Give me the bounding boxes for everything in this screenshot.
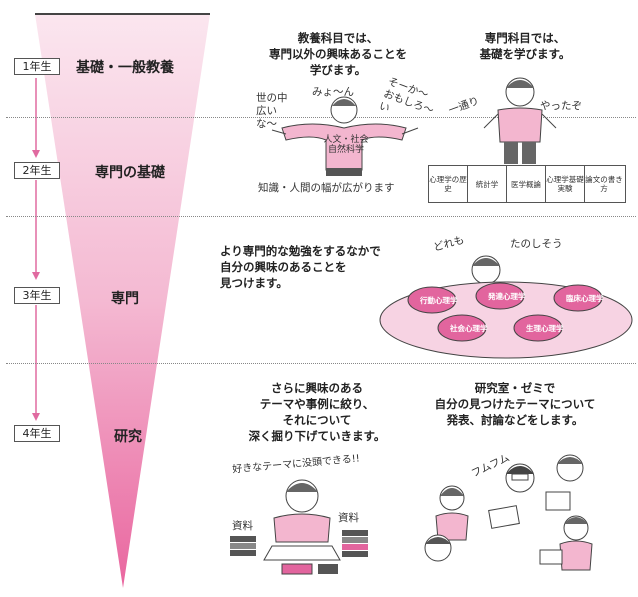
timeline-arrow xyxy=(32,78,40,421)
dome-label: 生理心理学 xyxy=(526,323,564,333)
book-cell: 論文の書き方 xyxy=(585,175,623,193)
stage-label-3: 専門 xyxy=(111,291,139,307)
s3-left-caption: さらに興味のある テーマや事例に絞り、 それについて 深く掘り下げていきます。 xyxy=(248,381,386,443)
dome-label: 社会心理学 xyxy=(449,323,488,333)
s1-left-bottom: 知識・人間の幅が広がります xyxy=(258,182,395,194)
year-badge-2: 2年生 xyxy=(14,162,60,179)
book-cell: 心理学の歴史 xyxy=(429,166,468,202)
s1-right-illustration xyxy=(483,77,557,164)
s1-left-caption: 教養科目では、 専門以外の興味あることを 学びます。 xyxy=(269,31,407,77)
stage-label-4: 研究 xyxy=(114,429,142,445)
s1-left-side-left: 世の中 広いな〜 xyxy=(256,92,288,130)
s1-books-row: 心理学の歴史 統計学 医学概論 心理学基礎実験 論文の書き方 xyxy=(428,165,626,203)
s3-left-illustration xyxy=(230,479,368,575)
s2-table-illustration: 行動心理学 発達心理学 臨床心理学 社会心理学 生理心理学 xyxy=(379,255,633,359)
s3-left-label-b: 資料 xyxy=(338,512,359,524)
s1-left-shout: みょ〜ん xyxy=(312,86,354,98)
book-cell: 統計学 xyxy=(468,166,507,202)
s1-left-illustration xyxy=(271,96,419,176)
year-badge-1: 1年生 xyxy=(14,58,60,75)
s2-bubble-right: たのしそう xyxy=(510,238,563,250)
divider-1 xyxy=(6,117,636,118)
s2-caption: より専門的な勉強をするなかで 自分の興味のあることを 見つけます。 xyxy=(220,244,381,290)
divider-3 xyxy=(6,363,636,364)
s3-left-label-a: 資料 xyxy=(232,520,253,532)
s3-right-caption: 研究室・ゼミで 自分の見つけたテーマについて 発表、討論などをします。 xyxy=(434,381,596,427)
book-cell: 心理学基礎実験 xyxy=(546,166,585,202)
divider-2 xyxy=(6,216,636,217)
year-badge-4: 4年生 xyxy=(14,425,60,442)
s1-right-right-bubble: やったぞ xyxy=(540,100,582,112)
s1-right-caption: 専門科目では、 基礎を学びます。 xyxy=(479,31,571,61)
stage-label-2: 専門の基礎 xyxy=(95,165,165,181)
s1-left-shirt: 人文・社会 自然科学 xyxy=(323,135,369,155)
dome-label: 発達心理学 xyxy=(487,291,526,301)
stage-label-1: 基礎・一般教養 xyxy=(76,60,174,76)
dome-label: 行動心理学 xyxy=(419,295,458,305)
year-badge-3: 3年生 xyxy=(14,287,60,304)
s3-right-illustration xyxy=(424,454,593,571)
dome-label: 臨床心理学 xyxy=(566,293,604,303)
book-cell: 医学概論 xyxy=(507,166,546,202)
